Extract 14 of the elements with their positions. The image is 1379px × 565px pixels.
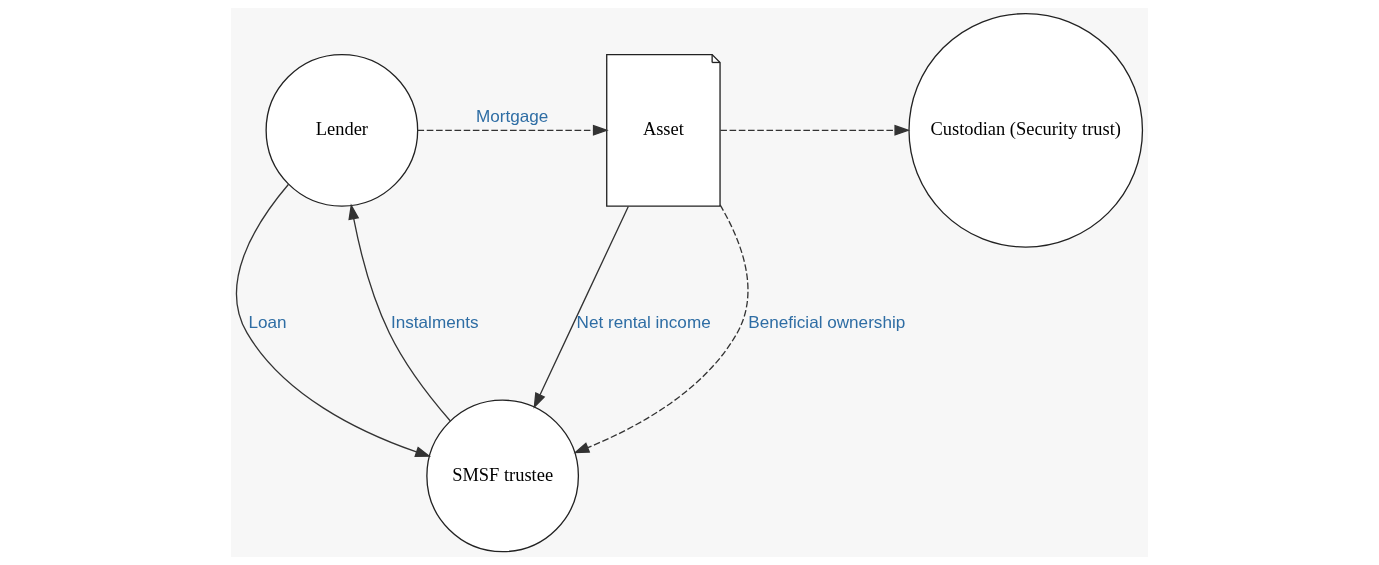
arrow [573, 204, 749, 454]
arrow [235, 183, 432, 458]
edge-label: Loan [248, 313, 287, 333]
arrow [417, 124, 609, 136]
arrow [348, 203, 452, 422]
node-circle: SMSF trustee [426, 399, 580, 553]
node-circle: Custodian (Security trust) [908, 12, 1144, 248]
arrow [719, 124, 911, 136]
edge-label: Instalments [391, 313, 479, 333]
arrow [533, 205, 629, 409]
edge-label: Net rental income [576, 313, 711, 333]
edge-label: Beneficial ownership [748, 313, 906, 333]
edge-label: Mortgage [476, 106, 549, 126]
node-circle: Lender [265, 53, 419, 207]
